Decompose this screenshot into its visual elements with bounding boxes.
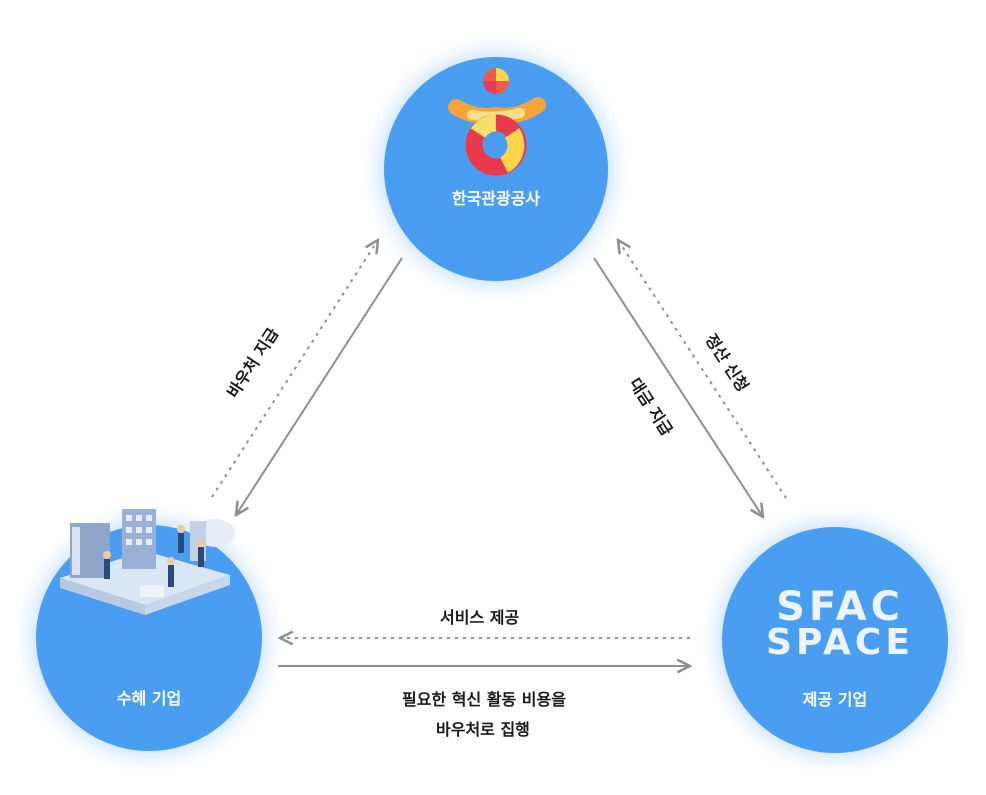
label-service-provision: 서비스 제공	[440, 608, 520, 627]
node-korea-tourism: 한국관광공사	[384, 57, 608, 281]
logo-line-1: SFAC	[776, 584, 904, 630]
sfac-space-logo: SFAC SPACE	[760, 584, 920, 663]
label-voucher-execution-line1: 필요한 혁신 활동 비용을	[402, 690, 566, 709]
node-label-provider: 제공 기업	[802, 690, 868, 709]
office-illustration-icon	[60, 509, 235, 615]
node-label-beneficiary: 수혜 기업	[116, 689, 182, 708]
arrow-solid-top-to-left	[236, 257, 403, 515]
arrow-solid-top-to-right	[593, 257, 763, 517]
node-provider: SFAC SPACE 제공 기업	[722, 527, 948, 753]
node-beneficiary: 수혜 기업	[36, 509, 262, 751]
arrow-dotted-right-to-top	[618, 240, 787, 499]
node-label-korea-tourism: 한국관광공사	[451, 189, 541, 208]
arrow-dotted-left-to-top	[211, 240, 378, 498]
korea-tourism-logo-icon	[448, 68, 546, 176]
label-voucher-execution-line2: 바우처로 집행	[436, 720, 530, 739]
logo-line-2: SPACE	[766, 622, 914, 663]
